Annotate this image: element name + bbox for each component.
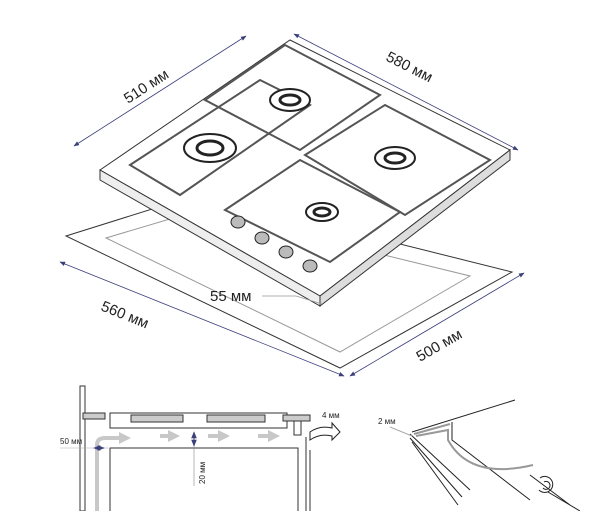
seal-thickness-label: 2 мм [378, 417, 396, 426]
width-label: 580 мм [383, 48, 435, 86]
wall-gap-label: 50 мм [60, 437, 82, 446]
cutout-depth-label: 500 мм [414, 326, 466, 366]
depth-dimension-line [73, 35, 247, 147]
cutout-width-label: 560 мм [99, 298, 152, 332]
height-leader [262, 295, 323, 305]
cutout-width-dimension-line [59, 261, 345, 377]
height-label: 55 мм [210, 288, 251, 305]
seal-detail [389, 399, 581, 511]
control-knobs [230, 215, 318, 273]
vent-gap-label: 4 мм [322, 411, 340, 420]
width-dimension-line [293, 33, 519, 151]
section-view [60, 385, 341, 511]
depth-label: 510 мм [121, 66, 172, 107]
cutout-depth-dimension-line [349, 272, 525, 377]
air-gap-label: 20 мм [198, 462, 207, 484]
